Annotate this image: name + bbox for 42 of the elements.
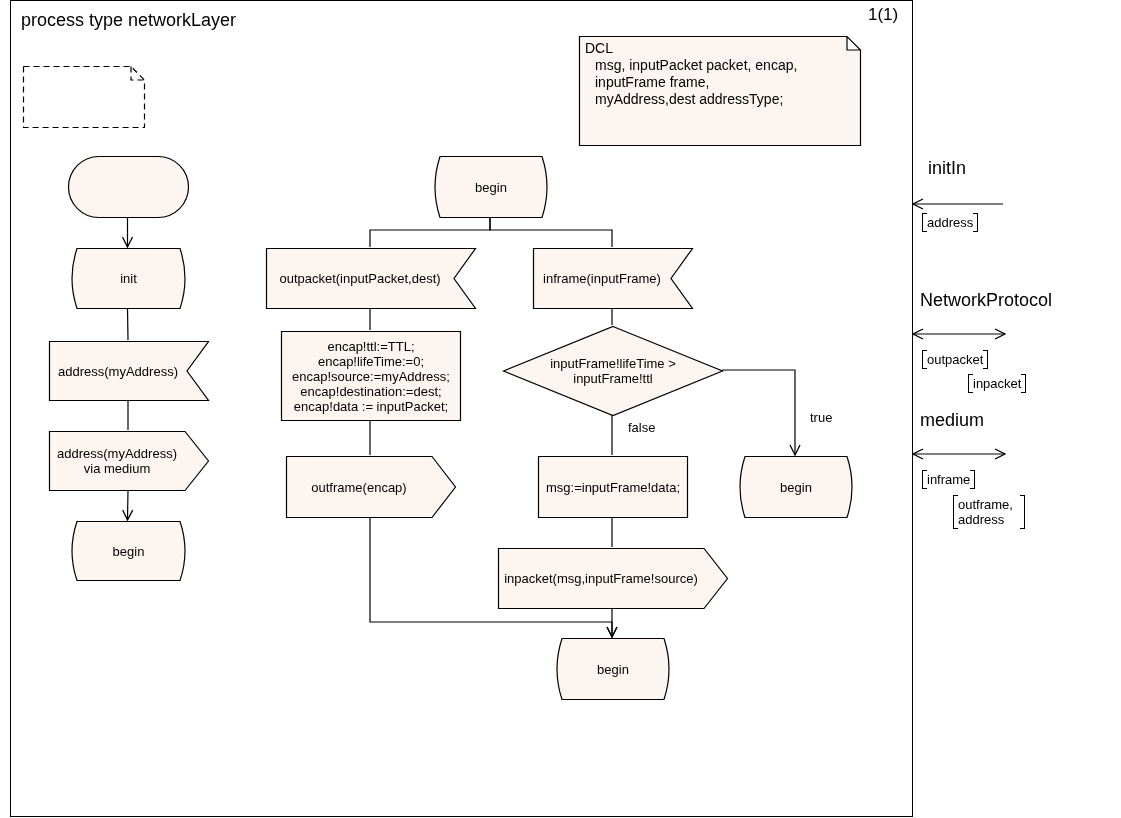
state-symbol: init <box>68 248 189 309</box>
flow-line <box>611 307 613 326</box>
flow-line <box>369 307 371 331</box>
edge-label: true <box>808 410 835 425</box>
task-box: msg:=inputFrame!data; <box>538 456 688 518</box>
signal-list: inframe <box>922 470 976 489</box>
flow-line <box>489 216 613 248</box>
output-signal-symbol: outframe(encap) <box>286 456 456 518</box>
flow-line <box>127 399 129 431</box>
frame-title: process type networkLayer <box>21 10 237 31</box>
comment-note <box>23 66 145 128</box>
process-frame <box>10 0 913 817</box>
output-signal-symbol: inpacket(msg,inputFrame!source) <box>498 548 728 609</box>
input-signal-symbol: outpacket(inputPacket,dest) <box>266 248 476 309</box>
state-symbol: begin <box>736 456 856 518</box>
flow-line <box>611 414 613 456</box>
task-box: encap!ttl:=TTL; encap!lifeTime:=0; encap!source:=myAddress; encap!destination:=dest; encap!data := inputPacket; <box>281 331 461 421</box>
page-number: 1(1) <box>866 5 901 25</box>
input-signal-symbol: inframe(inputFrame) <box>533 248 693 309</box>
flow-line <box>611 516 613 548</box>
signal-list: outframe, address <box>953 495 1025 529</box>
start-symbol <box>68 156 189 218</box>
channel-arrow <box>912 448 1006 460</box>
flow-line <box>121 216 134 248</box>
channel-arrow <box>912 328 1006 340</box>
output-signal-symbol: address(myAddress) via medium <box>49 431 209 491</box>
input-signal-symbol: address(myAddress) <box>49 341 209 401</box>
signal-list: address <box>922 213 979 232</box>
flow-line <box>721 369 801 456</box>
state-symbol: begin <box>553 638 673 700</box>
channel-arrow <box>912 198 1004 210</box>
edge-label: false <box>626 420 658 435</box>
state-symbol: begin <box>68 521 189 581</box>
signal-list: outpacket <box>922 350 989 369</box>
flow-line <box>122 489 134 521</box>
flow-line <box>606 607 618 638</box>
decision-diamond: inputFrame!lifeTime > inputFrame!ttl <box>503 326 723 416</box>
flow-line <box>126 307 129 341</box>
signal-list: inpacket <box>968 374 1027 393</box>
comment-note: DCL msg, inputPacket packet, encap, inputFrame frame, myAddress,dest addressType; <box>579 36 861 146</box>
flow-line <box>369 419 371 456</box>
state-symbol: begin <box>431 156 551 218</box>
